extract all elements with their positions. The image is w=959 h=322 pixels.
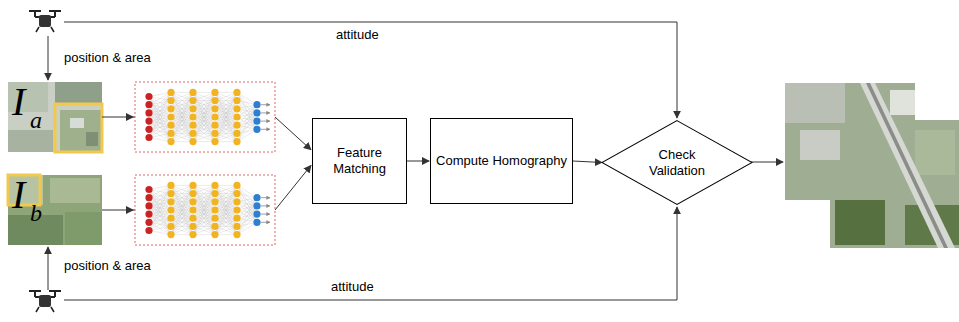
node-text: Compute Homography [436, 153, 567, 169]
flow-arrow [407, 161, 429, 162]
position-arrow [48, 36, 49, 80]
image-symbol: I [12, 173, 25, 217]
image-symbol: a [30, 106, 42, 134]
position-arrow [48, 247, 49, 290]
input-image: Ib [8, 175, 102, 245]
drone-icon [29, 11, 61, 32]
input-label: position & area [62, 50, 153, 65]
neural-network-icon [135, 82, 275, 152]
flow-arrow [573, 161, 602, 163]
image-symbol: b [30, 199, 42, 227]
drone-icon [29, 291, 61, 312]
decision-diamond: Check Validation [601, 120, 753, 205]
input-label: position & area [62, 258, 153, 273]
image-symbol: I [12, 80, 25, 124]
output-arrow [751, 162, 783, 163]
node-text: Feature Matching [318, 145, 401, 177]
attitude-line [64, 207, 677, 300]
stitched-map [785, 83, 959, 248]
arrow-head [126, 113, 134, 121]
node-text: Check Validation [637, 147, 717, 179]
line-label: attitude [334, 27, 381, 42]
input-image: Ia [8, 82, 102, 152]
arrow-head [126, 206, 134, 214]
process-box: Feature Matching [312, 118, 407, 204]
process-box: Compute Homography [430, 118, 573, 204]
line-label: attitude [329, 279, 376, 294]
neural-network-icon [135, 175, 275, 245]
